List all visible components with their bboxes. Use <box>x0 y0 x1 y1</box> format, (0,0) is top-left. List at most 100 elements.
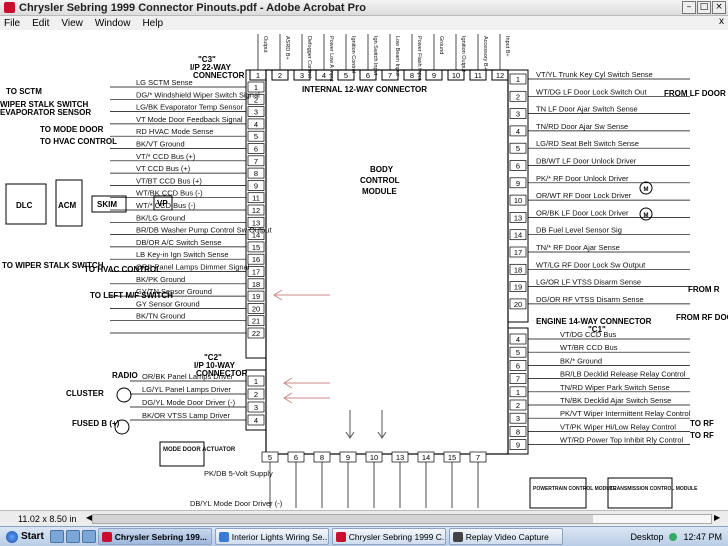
task-button[interactable]: Chrysler Sebring 1999 C... <box>331 528 446 545</box>
menu-file[interactable]: File <box>4 17 21 29</box>
pin-box <box>509 426 527 437</box>
start-button[interactable]: Start <box>0 528 50 546</box>
module-title-1: BODY <box>370 165 394 174</box>
system-tray: Desktop 12:47 PM <box>630 527 728 546</box>
pin-box <box>509 346 527 358</box>
pin-number: 2 <box>516 401 520 410</box>
wire-label: TN LF Door Ajar Switch Sense <box>536 105 638 114</box>
menu-view[interactable]: View <box>61 17 83 29</box>
wire-label: BK/TN Ground <box>136 312 185 321</box>
wire-label: WT/* CCD Bus (-) <box>136 201 196 210</box>
callout-hvac-2: TO HVAC CONTROL <box>84 265 161 274</box>
pin-number: 9 <box>516 179 520 188</box>
pin-number: 11 <box>252 194 260 203</box>
menu-edit[interactable]: Edit <box>32 17 50 29</box>
transmission-box <box>607 477 673 509</box>
quicklaunch-icon[interactable] <box>81 530 96 543</box>
pin-box <box>509 360 527 371</box>
scroll-thumb[interactable] <box>93 515 593 523</box>
horizontal-scrollbar[interactable] <box>92 514 712 524</box>
callout-wiper-stalk-2: TO WIPER STALK SWITCH <box>2 261 104 270</box>
pin-box <box>509 412 527 424</box>
c3-connector <box>245 69 267 359</box>
c2-label-1: "C2" <box>204 353 222 362</box>
wire-label: WT/RD Power Top Inhibit Rly Control <box>560 436 684 445</box>
task-button[interactable]: Interior Lights Wiring Se... <box>214 528 329 545</box>
document-close-button[interactable]: x <box>719 16 724 27</box>
quicklaunch-icon[interactable] <box>49 530 64 543</box>
internal-connector-label: INTERNAL 12-WAY CONNECTOR <box>302 85 427 94</box>
pin-box <box>247 180 265 191</box>
pin-box <box>247 315 265 327</box>
mode-door-box <box>159 441 205 467</box>
task-label: Replay Video Capture <box>465 531 549 542</box>
callout-cluster: CLUSTER <box>66 389 104 398</box>
wire-label: OR/BK Panel Lamps Driver <box>142 372 234 381</box>
top-wire-label: Low Beam Input <box>394 36 400 76</box>
wire-label: PK/* RF Door Unlock Driver <box>536 174 629 183</box>
wire-label: LG/RD Seat Belt Switch Sense <box>536 139 639 148</box>
motor-icon <box>639 207 653 221</box>
pin-number: 3 <box>254 403 258 412</box>
wire-label: OR/BK LF Door Lock Driver <box>536 208 629 217</box>
pin-number: 4 <box>254 120 258 129</box>
scroll-right-icon[interactable]: ▶ <box>714 513 721 522</box>
pin-number: 3 <box>516 110 520 119</box>
maximize-button[interactable]: □ <box>697 1 711 14</box>
pin-box <box>247 303 265 314</box>
menu-help[interactable]: Help <box>142 17 164 29</box>
task-button[interactable]: Replay Video Capture <box>448 528 563 545</box>
menu-window[interactable]: Window <box>94 17 131 29</box>
mode-door-label: MODE DOOR ACTUATOR <box>163 447 236 453</box>
pin-number: 14 <box>422 453 430 462</box>
callout-fused-b: FUSED B (+) <box>72 419 120 428</box>
module-title-2: CONTROL <box>360 176 400 185</box>
desktop-toolbar[interactable]: Desktop <box>630 531 664 542</box>
pin-number: 1 <box>254 377 258 386</box>
c3-label-3: CONNECTOR <box>193 71 245 80</box>
c3-label-2: I/P 22-WAY <box>190 63 232 72</box>
pin-box <box>509 90 527 102</box>
pin-box <box>509 281 527 292</box>
wire-label: BK/VT Ground <box>136 140 185 149</box>
wire-label: LG/YL Panel Lamps Driver <box>142 385 231 394</box>
pin-number: 4 <box>516 127 520 136</box>
pin-number: 18 <box>252 280 260 289</box>
pin-number: 8 <box>320 453 324 462</box>
wire-label: BK/OR VTSS Lamp Driver <box>142 411 230 420</box>
quicklaunch-icon[interactable] <box>65 530 80 543</box>
wire-label: WT/LG RF Door Lock Sw Output <box>536 260 646 269</box>
close-button[interactable]: × <box>712 1 726 14</box>
pin-number: 10 <box>370 453 378 462</box>
task-button[interactable]: Chrysler Sebring 199... <box>97 528 212 545</box>
top-wire-label: ASRD B+ <box>284 36 290 60</box>
pin-number: 6 <box>366 71 370 80</box>
minimize-button[interactable]: – <box>682 1 696 14</box>
bottom-wire-mode-door: DB/YL Mode Door Driver (-) <box>190 499 283 508</box>
window-title: Chrysler Sebring 1999 Connector Pinouts.… <box>19 1 366 14</box>
pin-box <box>247 401 265 413</box>
skim-label: SKIM <box>97 200 117 209</box>
clock[interactable]: 12:47 PM <box>683 531 722 542</box>
network-icon[interactable] <box>669 532 678 541</box>
c2-label-3: CONNECTOR <box>196 369 248 378</box>
pin-box <box>247 253 265 265</box>
pin-number: 5 <box>254 132 258 141</box>
wire-label: VT/PK Wiper Hi/Low Relay Control <box>560 422 676 431</box>
pin-number: 1 <box>256 71 260 80</box>
pin-box <box>509 386 527 398</box>
pin-number: 5 <box>344 71 348 80</box>
callout-sctm: TO SCTM <box>6 87 42 96</box>
callout-from-rf-door: FROM RF DOOR <box>676 313 728 322</box>
start-label: Start <box>21 531 44 542</box>
pin-box <box>509 212 527 223</box>
wire-label: VT/* CCD Bus (+) <box>136 152 196 161</box>
windows-orb-icon <box>6 530 18 543</box>
scroll-left-icon[interactable]: ◀ <box>86 513 93 522</box>
wire-label: DB/WT LF Door Unlock Driver <box>536 157 637 166</box>
skim-box <box>91 195 127 213</box>
